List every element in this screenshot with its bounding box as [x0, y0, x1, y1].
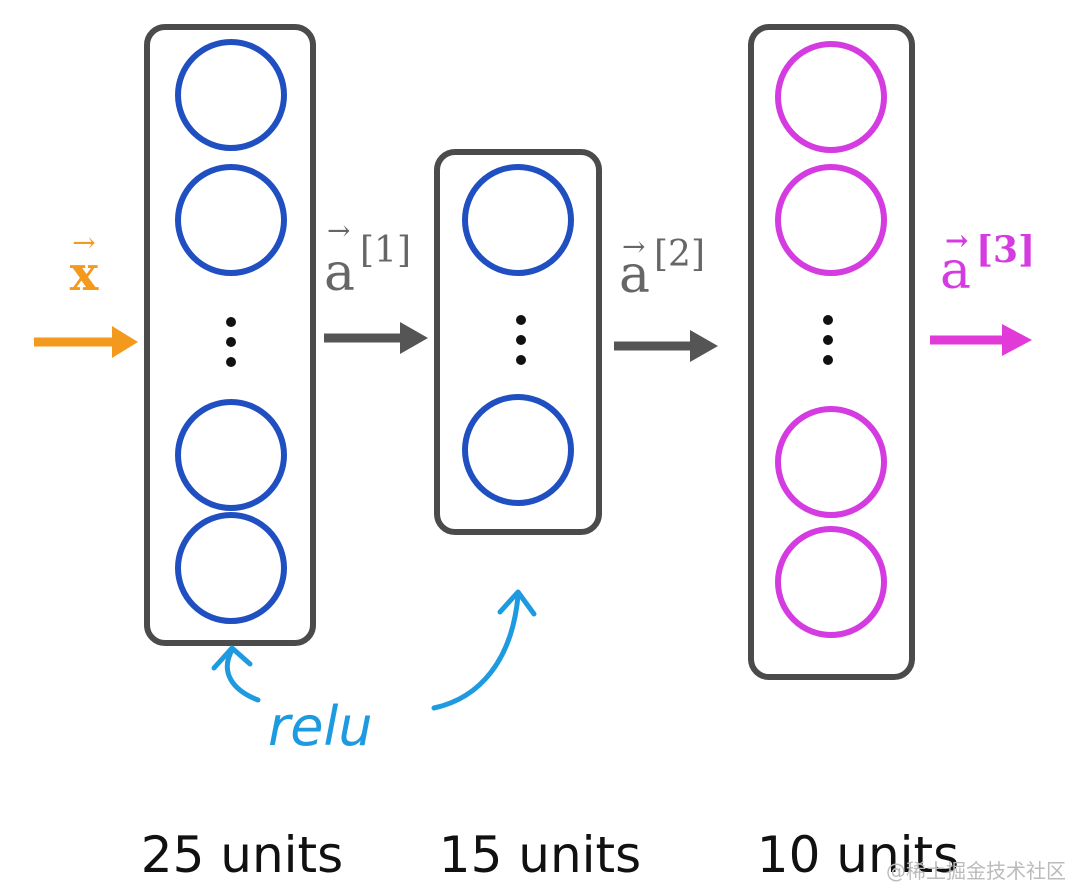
- layer-2-neuron: [462, 164, 574, 276]
- activation-3-label: → a [3]: [940, 224, 1035, 301]
- layer-2-box: [434, 149, 602, 535]
- input-label-x: x: [70, 246, 99, 302]
- layer-1-ellipsis: [226, 317, 236, 367]
- layer-3-ellipsis: [823, 315, 833, 365]
- layer-3-neuron: [775, 164, 887, 276]
- arrow-layer2-to-layer3: [614, 330, 718, 362]
- layer-3-neuron: [775, 406, 887, 518]
- relu-arrow-right: [431, 593, 521, 711]
- layer-3-units-label: 10 units: [757, 826, 959, 884]
- layer-1-neuron: [175, 512, 287, 624]
- svg-text:→: →: [327, 214, 350, 247]
- relu-annotation: relu: [211, 589, 537, 758]
- activation-1-label: → a [1]: [324, 214, 411, 303]
- layer-2-ellipsis: [516, 315, 526, 365]
- layer-1-units-label: 25 units: [141, 826, 343, 884]
- layer-3-neuron: [775, 41, 887, 153]
- output-arrow: [930, 324, 1032, 356]
- relu-arrow-left: [224, 647, 261, 703]
- layer-1-neuron: [175, 399, 287, 511]
- layer-2-neuron: [462, 394, 574, 506]
- layer-2: [434, 149, 602, 535]
- layer-1-neuron: [175, 164, 287, 276]
- layer-1: [144, 24, 316, 646]
- layer-3: [748, 24, 915, 680]
- relu-label: relu: [268, 695, 373, 758]
- relu-arrowhead-left: [211, 645, 253, 671]
- input-vector-mark: →: [72, 226, 95, 259]
- svg-text:→: →: [622, 230, 645, 263]
- relu-arrowhead-right: [497, 589, 537, 617]
- watermark: @稀土掘金技术社区: [886, 859, 1066, 883]
- layer-3-neuron: [775, 526, 887, 638]
- activation-3-base: a: [940, 241, 971, 301]
- svg-text:→: →: [945, 224, 968, 257]
- activation-1-superscript: [1]: [360, 230, 411, 271]
- layer-1-box: [144, 24, 316, 646]
- activation-2-label: → a [2]: [619, 230, 705, 305]
- layer-2-units-label: 15 units: [439, 826, 641, 884]
- arrow-layer1-to-layer2: [324, 322, 428, 354]
- input-x-label: → x: [70, 226, 99, 302]
- activation-3-superscript: [3]: [976, 229, 1035, 271]
- layer-3-box: [748, 24, 915, 680]
- input-arrow: [34, 326, 138, 358]
- activation-2-base: a: [619, 245, 650, 305]
- activation-1-base: a: [324, 243, 355, 303]
- activation-2-superscript: [2]: [654, 234, 705, 275]
- layer-1-neuron: [175, 39, 287, 151]
